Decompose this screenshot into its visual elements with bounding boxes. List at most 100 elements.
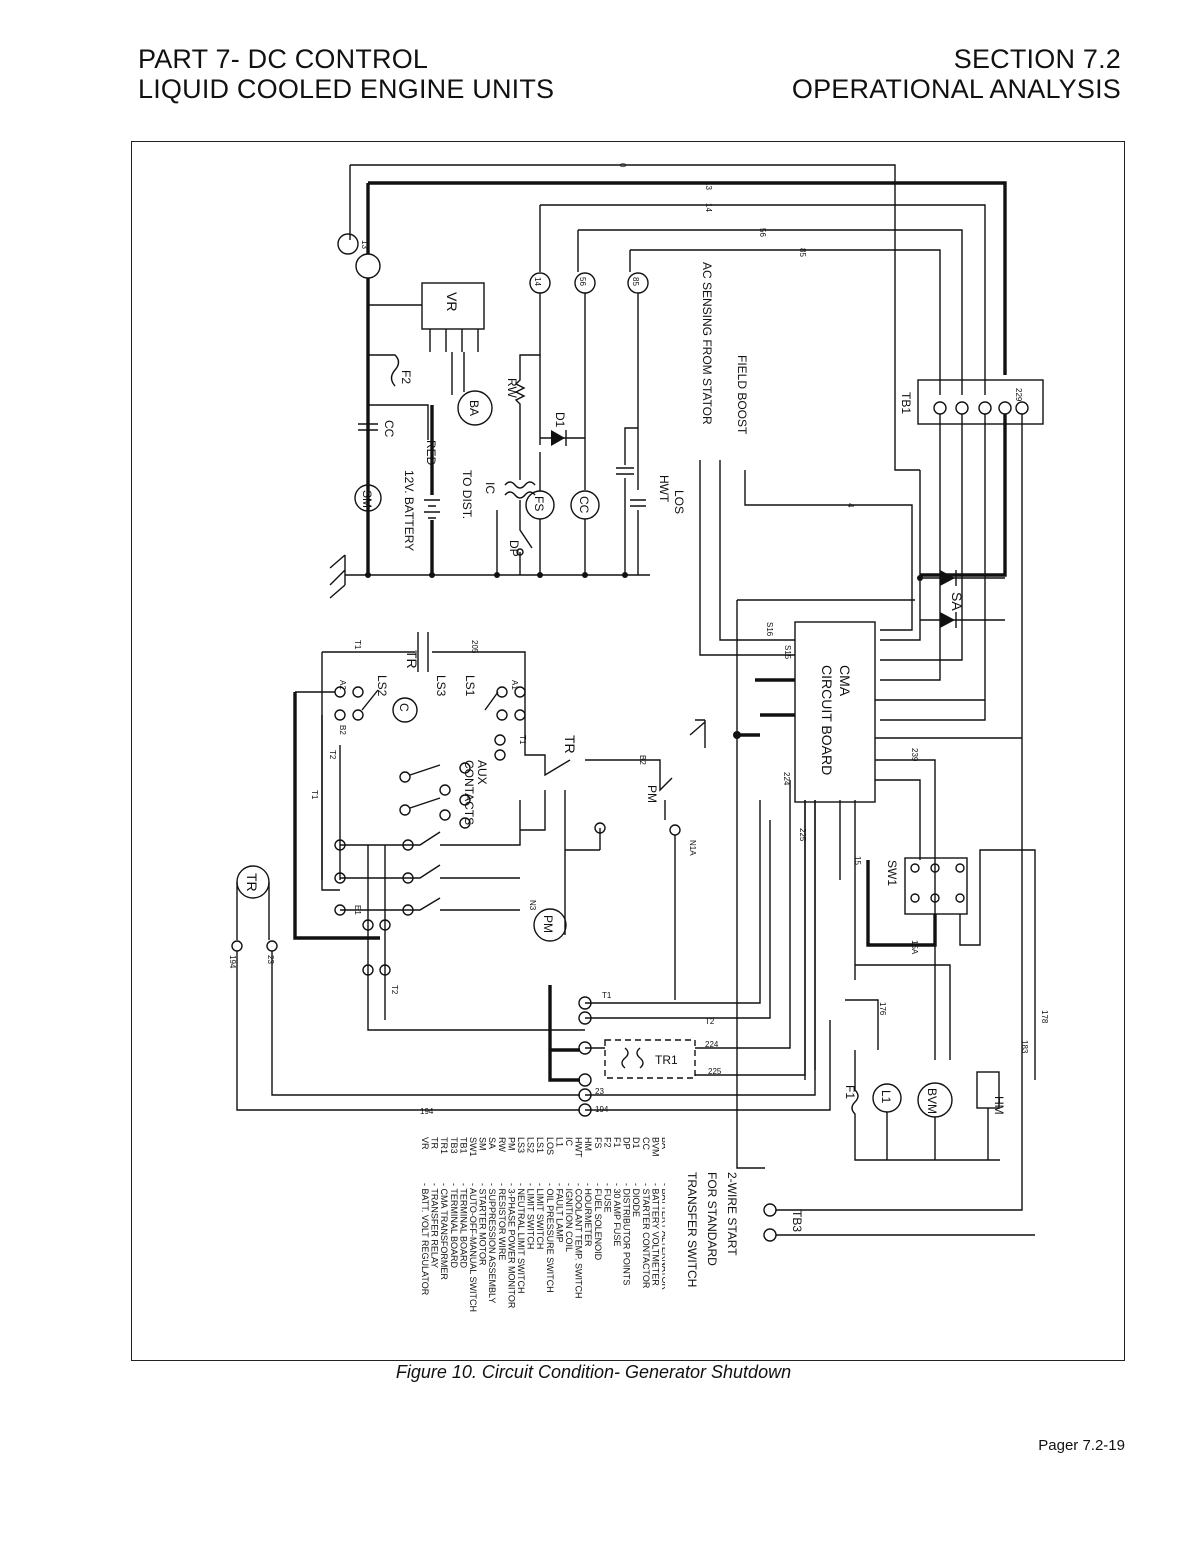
legend-code: HWT [574,1137,584,1158]
legend-code: LOS [545,1137,555,1155]
ls1-contact [514,686,526,698]
circuit-board-label: CIRCUIT BOARD [819,665,835,775]
legend-code: FS [593,1137,603,1149]
terminal-23 [266,940,278,952]
wire-label-183: 183 [1020,1040,1029,1054]
legend-code: SW1 [468,1137,478,1157]
wire-label-23: 23 [266,955,275,964]
tr-contact-label: TR [562,735,578,754]
sw1-contact [955,893,965,903]
sw1-box [904,857,968,915]
tb1-terminal-14 [978,401,992,415]
junction-dot [429,572,435,578]
wire-label-239: 239 [910,748,919,762]
t1-terminal [494,734,506,746]
junction-dot [365,572,371,578]
suppression-assembly: SA 4 [744,470,1005,641]
ls1-contact [496,686,508,698]
tb1-box [917,379,1044,425]
legend-name: - DIODE [631,1183,641,1217]
legend-code: TB3 [449,1137,459,1154]
legend-name: - RESISTOR WIRE [497,1183,507,1260]
main-contact [402,839,414,851]
wire-label-t1: T1 [518,735,527,745]
wire-label-s16: S16 [765,622,774,637]
tb1-terminal-229 [1015,401,1029,415]
sa-diode-2-icon [940,612,955,628]
legend-name: - FAULT LAMP [554,1183,564,1243]
tr-label: TR [244,873,260,892]
wire-label-225: 225 [798,828,807,842]
legend-name: - FUSE [602,1183,612,1213]
legend-name: - 3-PHASE POWER MONITOR [506,1183,516,1309]
t2-terminal [494,749,506,761]
hwt-label: HWT [657,475,671,503]
wire-label-56: 56 [758,228,767,237]
aux-contact [459,817,471,829]
figure-caption: Figure 10. Circuit Condition- Generator … [395,1362,792,1382]
ls1-label: LS1 [463,675,477,697]
sw1-contact [930,893,940,903]
legend-name: - BATT. VOLT REGULATOR [420,1183,430,1296]
legend-code: BVM [650,1137,660,1157]
main-contact [402,872,414,884]
terminal-0 [337,233,359,255]
engine-sensor-section: 14 RW D1 FS IC DP TO DIST. 56 CC 85 [460,205,749,575]
rw-label: RW [505,378,519,398]
tb3-label: TB3 [790,1210,804,1232]
part-title: PART 7- DC CONTROL [138,44,429,74]
bottom-terminal-23 [578,1088,592,1102]
wire-label-15: 15 [853,856,862,865]
tr-coil-label: TR [404,650,420,669]
ls3-label: LS3 [434,675,448,697]
ac-sensing-label: AC SENSING FROM STATOR [700,262,714,425]
ic-label: IC [483,482,497,494]
terminal-56-label: 56 [578,277,587,286]
figure-frame [131,141,1125,1361]
legend-code: TB1 [458,1137,468,1154]
pm-module-label: PM [541,915,555,933]
legend-code: LS3 [516,1137,526,1153]
aux-contact [399,804,411,816]
sw1-label: SW1 [885,860,899,886]
legend-code: F2 [602,1137,612,1148]
legend-code: L1 [554,1137,564,1147]
legend-code: LS1 [535,1137,545,1153]
ignition-coil-icon [504,481,536,499]
f1-label: F1 [843,1085,857,1099]
main-contact [334,904,346,916]
label-t1: T1 [602,991,612,1000]
tb1-229-label: 229 [1014,388,1023,402]
aux-contact [439,809,451,821]
wire-label-176: 176 [878,1002,887,1016]
legend-code: VR [420,1137,430,1150]
board-ground-icon [689,719,706,748]
aux-contact [399,771,411,783]
label-23: 23 [595,1087,604,1096]
wire-label-n1a: N1A [688,840,697,856]
tr1-transformer: TR1 T1 T2 224 225 23 194 194 [420,800,831,1117]
starter-motor [354,484,382,512]
sw1-contact [910,893,920,903]
cc-label: CC [382,420,396,438]
terminal-194 [231,940,243,952]
part-subtitle: LIQUID COOLED ENGINE UNITS [138,74,555,104]
terminal-point [362,919,374,931]
header-right: SECTION 7.2 OPERATIONAL ANALYSIS [792,44,1121,104]
legend-name: - NEUTRAL LIMIT SWITCH [516,1183,526,1294]
section-subtitle: OPERATIONAL ANALYSIS [791,74,1121,104]
legend-name: - 30 AMP FUSE [612,1183,622,1246]
wire-label-15a: 15A [910,940,919,955]
legend-name: - BATTERY ALTERNATOR [660,1183,665,1291]
sa-label: SA [949,592,965,611]
note-line-1: 2-WIRE START [725,1172,739,1256]
wire-label-e2: T2 [328,750,337,760]
note-line-2: FOR STANDARD [705,1172,719,1266]
legend-name: - STARTER MOTOR [478,1183,488,1266]
legend-code: BA [660,1137,665,1149]
terminal-point [379,964,391,976]
legend-code: SM [478,1137,488,1151]
